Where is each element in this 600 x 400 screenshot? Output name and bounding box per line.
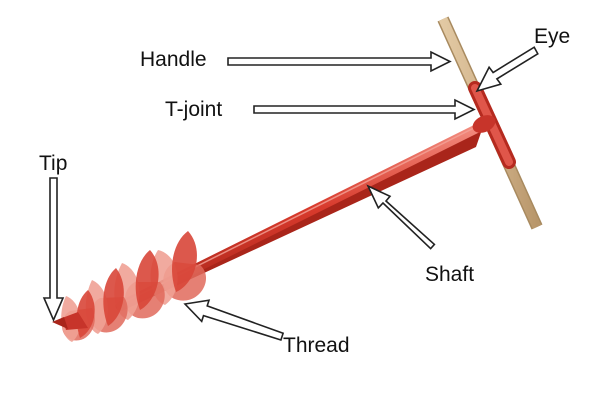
eye-arrow-icon: [475, 46, 539, 93]
label-tip: Tip: [39, 152, 67, 175]
auger-tip: [52, 312, 88, 330]
handle-arrow-icon: [227, 50, 452, 73]
thread-arrow-icon: [183, 299, 285, 342]
label-shaft: Shaft: [425, 263, 474, 286]
label-thread: Thread: [283, 334, 350, 357]
t-joint-arrow-icon: [253, 98, 476, 121]
shaft-arrow-icon: [366, 184, 436, 250]
auger-thread: [61, 231, 207, 342]
tip-arrow-icon: [42, 177, 65, 323]
label-t-joint: T-joint: [165, 98, 222, 121]
t-joint-collar: [472, 115, 496, 133]
label-eye: Eye: [534, 25, 570, 48]
label-handle: Handle: [140, 48, 207, 71]
